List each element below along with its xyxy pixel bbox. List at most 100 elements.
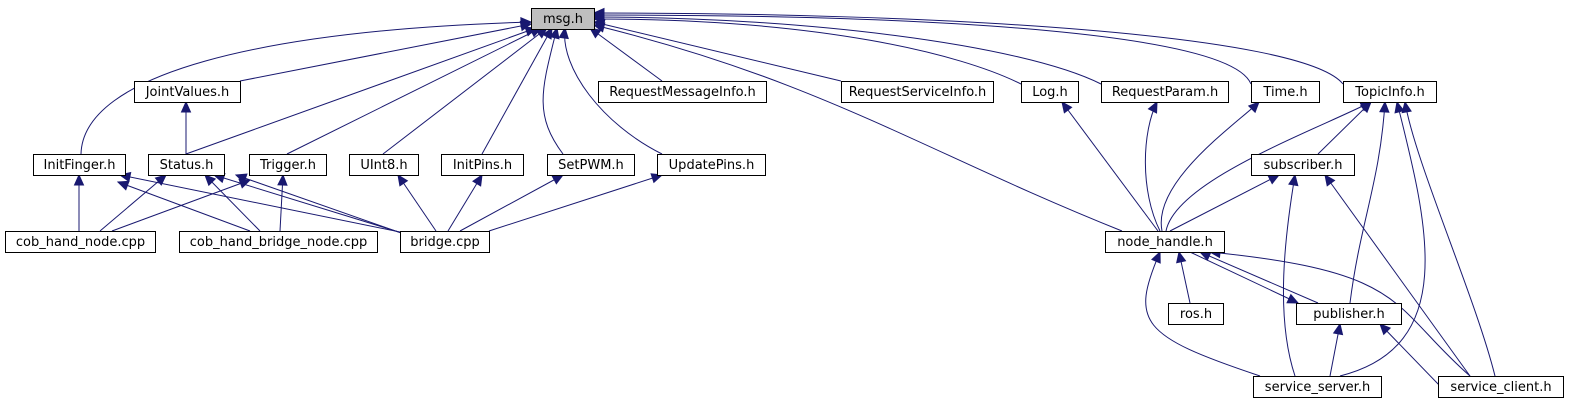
node-subscriber[interactable]: subscriber.h <box>1251 154 1355 176</box>
edge-cobhandbridge-to-status <box>204 174 261 232</box>
edge-line <box>185 27 537 155</box>
edge-line <box>593 24 1123 232</box>
arrowhead-icon <box>1379 323 1392 336</box>
arrowhead-icon <box>73 173 85 186</box>
node-label: Time.h <box>1262 85 1307 100</box>
edge-nodehandle-to-log <box>1061 101 1159 232</box>
edge-line <box>593 12 1344 85</box>
edge-serviceclient-to-publisher <box>1379 323 1441 387</box>
edge-nodehandle-to-reqparam <box>1144 100 1161 232</box>
edge-cobhandnode-to-status <box>99 174 167 232</box>
node-label: RequestMessageInfo.h <box>609 85 756 100</box>
node-cobhandnode[interactable]: cob_hand_node.cpp <box>5 231 156 253</box>
edge-serviceclient-to-topicinfo <box>1401 100 1496 377</box>
arrowhead-icon <box>1247 101 1260 114</box>
node-topicinfo[interactable]: TopicInfo.h <box>1343 81 1437 103</box>
node-box <box>841 81 994 103</box>
node-serviceclient[interactable]: service_client.h <box>1438 376 1564 398</box>
node-cobhandbridge[interactable]: cob_hand_bridge_node.cpp <box>179 231 378 253</box>
node-bridge[interactable]: bridge.cpp <box>400 231 490 253</box>
arrowhead-icon <box>234 173 248 184</box>
node-label: publisher.h <box>1313 307 1385 322</box>
edge-line <box>239 23 532 82</box>
node-box <box>1021 81 1079 103</box>
edge-line <box>1317 101 1372 155</box>
edge-line <box>99 174 167 232</box>
edge-setpwm-to-msg <box>542 26 564 155</box>
node-log[interactable]: Log.h <box>1021 81 1079 103</box>
arrowhead-icon <box>1147 100 1158 114</box>
node-initpins[interactable]: InitPins.h <box>441 154 524 176</box>
node-publisher[interactable]: publisher.h <box>1296 303 1402 325</box>
node-box <box>148 154 225 176</box>
node-box <box>1343 81 1437 103</box>
node-time[interactable]: Time.h <box>1251 81 1320 103</box>
node-ros[interactable]: ros.h <box>1168 303 1224 325</box>
arrowhead-icon <box>558 26 569 40</box>
node-status[interactable]: Status.h <box>148 154 225 176</box>
edge-nodehandle-to-time <box>1160 101 1260 232</box>
node-label: Trigger.h <box>259 158 316 173</box>
node-label: subscriber.h <box>1264 158 1343 173</box>
node-box <box>134 81 241 103</box>
edge-line <box>459 174 564 232</box>
node-box <box>1438 376 1564 398</box>
node-box <box>5 231 156 253</box>
arrowhead-icon <box>204 174 217 187</box>
edge-topicinfo-to-msg <box>592 7 1344 85</box>
arrowhead-icon <box>1394 100 1405 114</box>
edge-ros-to-nodehandle <box>1176 250 1191 304</box>
edge-publisher-to-topicinfo <box>1349 100 1390 304</box>
arrowhead-icon <box>1332 322 1344 336</box>
node-box <box>349 154 419 176</box>
edge-serviceserver-to-topicinfo <box>1339 100 1426 377</box>
edge-line <box>1145 251 1261 377</box>
arrowhead-icon <box>1288 173 1299 187</box>
node-box <box>598 81 767 103</box>
edge-initpins-to-msg <box>481 26 553 155</box>
edge-line <box>1209 251 1471 377</box>
edge-line <box>1165 101 1372 232</box>
edge-line <box>235 174 405 235</box>
node-msg[interactable]: msg.h <box>531 8 595 30</box>
node-updatepins[interactable]: UpdatePins.h <box>657 154 766 176</box>
edge-line <box>111 179 251 232</box>
node-label: RequestServiceInfo.h <box>849 85 987 100</box>
edge-line <box>1339 101 1426 377</box>
node-reqmsginfo[interactable]: RequestMessageInfo.h <box>598 81 767 103</box>
node-label: service_server.h <box>1265 380 1370 395</box>
node-nodehandle[interactable]: node_handle.h <box>1105 231 1225 253</box>
arrowhead-icon <box>1379 100 1390 113</box>
node-uint8[interactable]: UInt8.h <box>349 154 419 176</box>
node-box <box>249 154 327 176</box>
arrowhead-icon <box>592 7 605 19</box>
edge-cobhandbridge-to-trigger <box>277 173 288 232</box>
arrowhead-icon <box>116 180 130 191</box>
edge-line <box>80 21 532 155</box>
node-box <box>179 231 378 253</box>
node-trigger[interactable]: Trigger.h <box>249 154 327 176</box>
arrowhead-icon <box>1176 250 1187 264</box>
node-jointvalues[interactable]: JointValues.h <box>134 81 241 103</box>
node-reqsrvinfo[interactable]: RequestServiceInfo.h <box>841 81 994 103</box>
arrowhead-icon <box>1061 101 1073 114</box>
node-label: cob_hand_bridge_node.cpp <box>190 235 368 250</box>
edge-line <box>488 174 663 232</box>
edge-line <box>593 18 1022 85</box>
edge-line <box>593 14 1252 85</box>
node-serviceserver[interactable]: service_server.h <box>1253 376 1382 398</box>
node-box <box>1251 81 1320 103</box>
node-label: service_client.h <box>1450 380 1551 395</box>
node-setpwm[interactable]: SetPWM.h <box>547 154 635 176</box>
node-box <box>1105 231 1225 253</box>
node-initfinger[interactable]: InitFinger.h <box>33 154 126 176</box>
arrowhead-icon <box>549 26 560 40</box>
node-reqparam[interactable]: RequestParam.h <box>1101 81 1229 103</box>
edge-line <box>1160 101 1260 232</box>
edge-line <box>286 27 542 155</box>
node-label: SetPWM.h <box>558 158 624 173</box>
node-box <box>1253 376 1382 398</box>
edge-updatepins-to-msg <box>558 26 663 155</box>
edge-reqmsginfo-to-msg <box>589 27 663 82</box>
